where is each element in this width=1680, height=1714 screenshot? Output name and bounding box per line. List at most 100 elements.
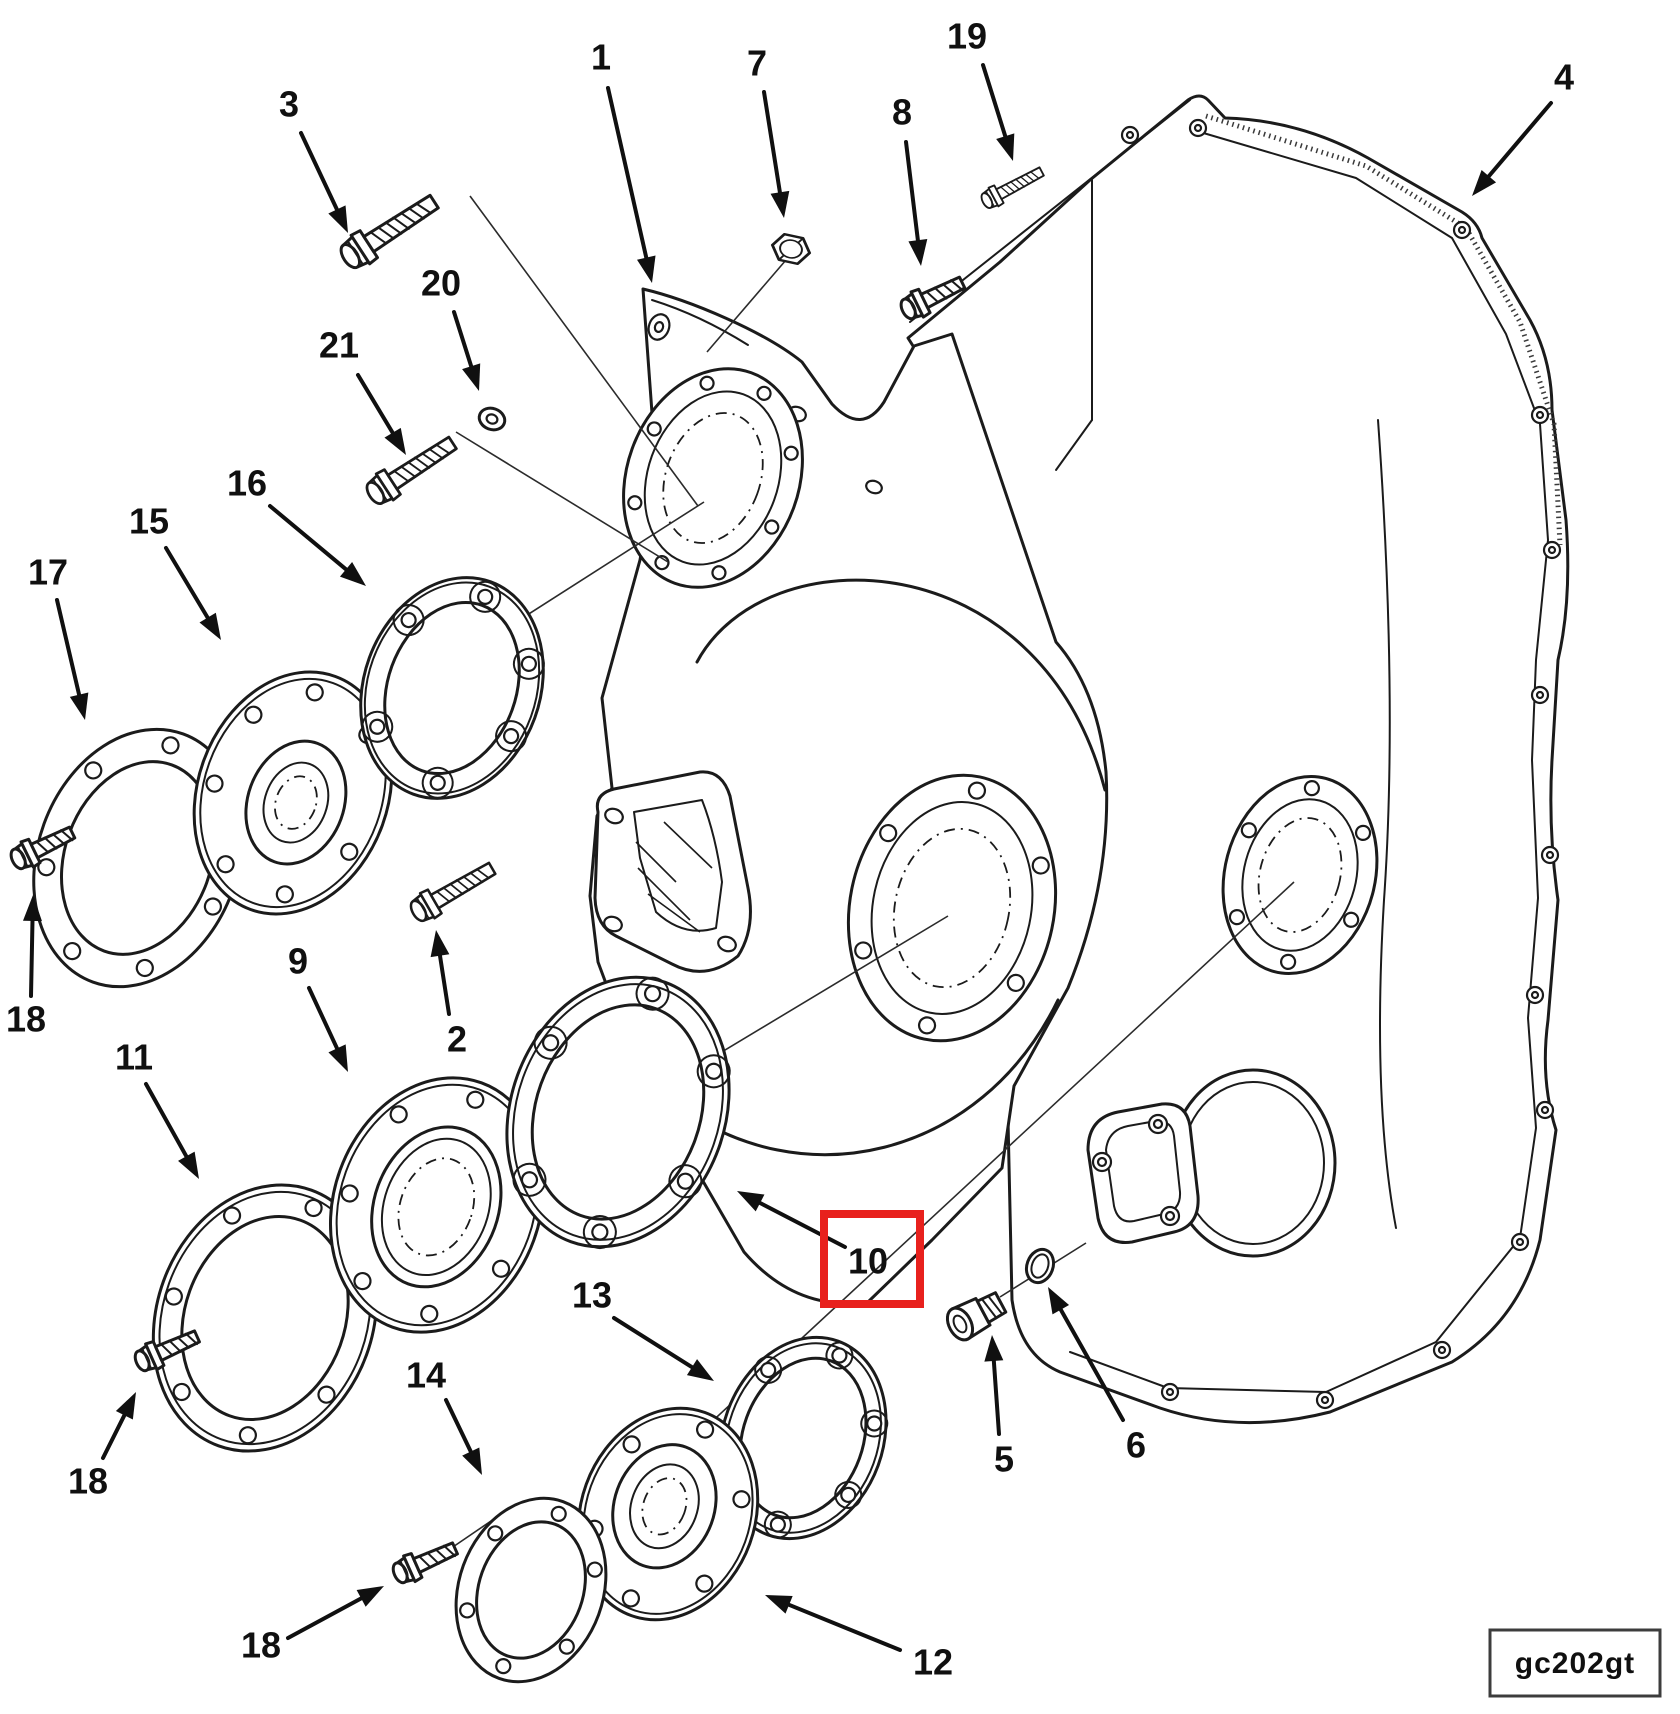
callout-arrow-head [115, 1392, 136, 1420]
callout-arrow-head [908, 239, 928, 266]
callout-16[interactable]: 16 [227, 463, 366, 586]
callout-label-17: 17 [28, 552, 68, 593]
callout-arrow-head [770, 190, 790, 218]
callout-arrow-head [737, 1191, 765, 1212]
callout-arrow-shaft [904, 140, 921, 247]
callout-label-6: 6 [1126, 1425, 1146, 1466]
callout-19[interactable]: 19 [947, 16, 1015, 161]
callout-arrow-head [462, 363, 481, 391]
gasket-triangular [1086, 1102, 1200, 1244]
bolt-part-3 [333, 185, 445, 276]
washer-part-20 [477, 406, 507, 432]
callout-arrow-head [996, 133, 1015, 161]
callout-arrow-head [1048, 1287, 1070, 1315]
callout-label-10: 10 [848, 1241, 888, 1282]
callout-3[interactable]: 3 [279, 84, 348, 233]
callout-1[interactable]: 1 [591, 37, 656, 283]
callout-arrow-shaft [144, 1082, 191, 1162]
callout-18a[interactable]: 18 [6, 895, 46, 1040]
callout-8[interactable]: 8 [892, 92, 928, 266]
callout-arrow-shaft [164, 546, 212, 624]
callout-arrow-head [1472, 170, 1497, 196]
callout-arrow-head [328, 205, 348, 233]
callout-7[interactable]: 7 [747, 43, 790, 218]
callout-label-18b: 18 [68, 1461, 108, 1502]
cover4-right-flange [1221, 774, 1379, 976]
callout-label-21: 21 [319, 325, 359, 366]
plug-part-5 [945, 1291, 1008, 1342]
callout-label-8: 8 [892, 92, 912, 133]
callout-10[interactable]: 10 [737, 1191, 924, 1308]
callout-9[interactable]: 9 [288, 941, 348, 1072]
callout-5[interactable]: 5 [984, 1335, 1014, 1480]
figure-code: gc202gt [1488, 1628, 1662, 1698]
callout-11[interactable]: 11 [115, 1037, 199, 1179]
callout-label-20: 20 [421, 263, 461, 304]
callout-arrow-shaft [55, 598, 83, 701]
cover1-central-opening [846, 773, 1058, 1043]
o-ring-part-6 [1024, 1247, 1056, 1285]
callout-label-18a: 18 [6, 999, 46, 1040]
callout-13[interactable]: 13 [572, 1275, 714, 1381]
callout-arrow-shaft [1484, 101, 1553, 182]
callout-6[interactable]: 6 [1048, 1287, 1146, 1466]
callout-label-13: 13 [572, 1275, 612, 1316]
callout-2[interactable]: 2 [430, 930, 467, 1060]
bolt-part-21 [360, 428, 463, 512]
cover-part-15 [192, 670, 394, 916]
callout-arrow-shaft [101, 1409, 129, 1460]
gasket-part-10 [505, 975, 731, 1250]
callout-label-7: 7 [747, 43, 767, 84]
callout-arrow-head [384, 427, 406, 455]
callout-14[interactable]: 14 [406, 1355, 482, 1475]
callout-label-16: 16 [227, 463, 267, 504]
callout-label-4: 4 [1554, 57, 1574, 98]
callout-arrow-shaft [299, 131, 341, 216]
callout-label-3: 3 [279, 84, 299, 125]
callout-arrow-head [199, 612, 221, 640]
nut-part-7 [770, 232, 812, 266]
cover1-oil-passage [593, 770, 752, 973]
callout-arrow-head [22, 895, 42, 922]
callout-label-5: 5 [994, 1439, 1014, 1480]
callout-arrow-shaft [606, 86, 650, 264]
callout-18b[interactable]: 18 [68, 1392, 136, 1502]
callout-15[interactable]: 15 [129, 501, 221, 640]
callout-arrow-shaft [1056, 1304, 1125, 1422]
callout-arrow-shaft [444, 1398, 475, 1458]
rear-cover-part-4 [906, 94, 1570, 1425]
callout-label-2: 2 [447, 1019, 467, 1060]
cover4-bolt-holes [1120, 118, 1562, 1410]
bolt-part-2 [404, 854, 501, 928]
figure-code-box [1488, 1628, 1662, 1698]
figure-code-text: gc202gt [1515, 1647, 1635, 1680]
callout-label-9: 9 [288, 941, 308, 982]
gasket-part-16 [359, 576, 545, 800]
callout-label-12: 12 [913, 1642, 953, 1683]
callout-arrow-shaft [29, 914, 35, 998]
cover-part-12 [576, 1406, 760, 1622]
bolt-part-18c [387, 1534, 463, 1590]
center-bulge-arc [695, 578, 1107, 792]
callout-4[interactable]: 4 [1472, 57, 1574, 196]
callout-label-19: 19 [947, 16, 987, 57]
callout-arrow-shaft [268, 504, 352, 574]
callout-arrow-shaft [783, 1601, 902, 1652]
callout-18c[interactable]: 18 [241, 1586, 384, 1666]
callout-arrow-shaft [307, 986, 341, 1055]
callout-arrow-head [356, 1586, 384, 1607]
callout-arrow-head [462, 1447, 482, 1475]
callout-arrow-shaft [991, 1354, 1001, 1436]
callout-label-18c: 18 [241, 1625, 281, 1666]
bolt-part-19 [977, 161, 1048, 213]
callout-arrow-shaft [437, 949, 451, 1016]
callout-arrow-shaft [981, 63, 1009, 143]
cover1-upper-opening [622, 367, 804, 589]
callout-17[interactable]: 17 [28, 552, 89, 720]
callout-12[interactable]: 12 [765, 1595, 953, 1683]
callout-21[interactable]: 21 [319, 325, 406, 455]
callout-20[interactable]: 20 [421, 263, 481, 391]
